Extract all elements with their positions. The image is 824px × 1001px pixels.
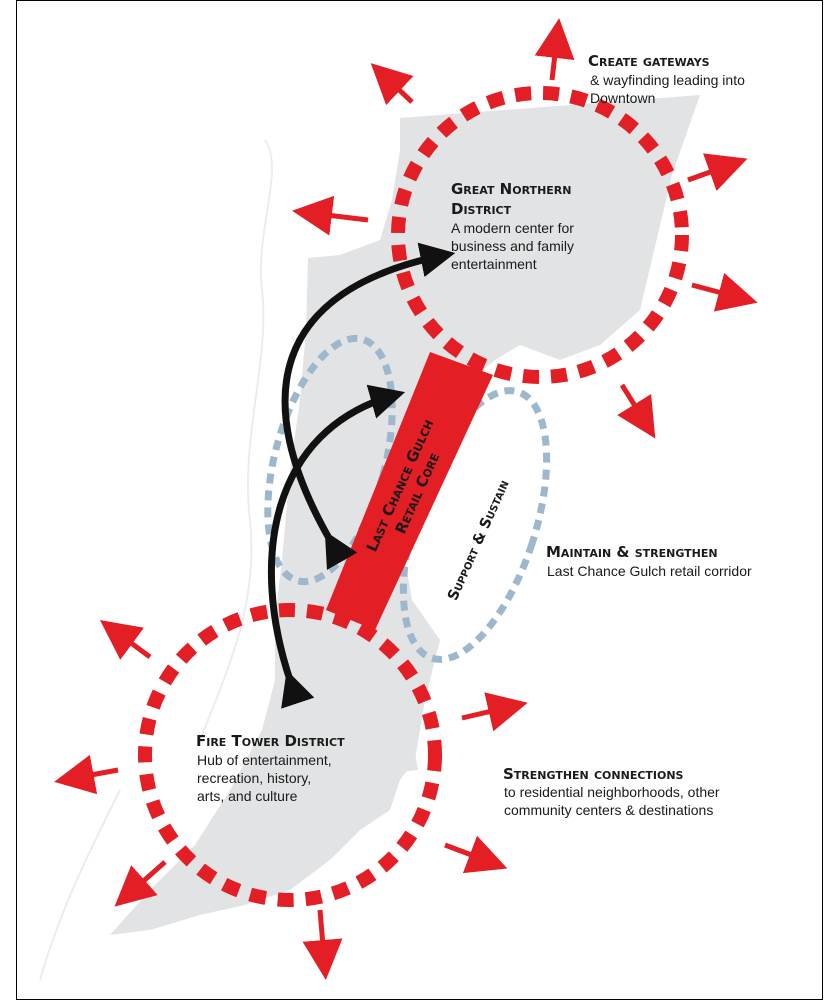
connections-title: Strengthen connections (503, 765, 684, 783)
maintain-subtitle: Last Chance Gulch retail corridor (547, 563, 752, 579)
great-northern-desc-line3: entertainment (451, 256, 537, 272)
connections-subtitle-line2: community centers & destinations (504, 802, 713, 818)
great-northern-title-line2: District (451, 200, 512, 218)
great-northern-title-line1: Great Northern (451, 180, 571, 198)
maintain-title: Maintain & strengthen (546, 543, 718, 561)
connection-arrows (267, 242, 456, 709)
gateway-arrows-north (292, 18, 758, 439)
terrain-lines (39, 139, 273, 981)
fire-tower-desc-line1: Hub of entertainment, (197, 752, 332, 768)
gateway-arrows-south (54, 620, 528, 980)
support-label-group: Support & Sustain (445, 478, 513, 603)
land-notch (392, 735, 418, 772)
connections-subtitle-line1: to residential neighborhoods, other (504, 784, 720, 800)
connection-arrow-inner (267, 384, 406, 709)
great-northern-desc-line2: business and family (451, 238, 574, 254)
gateways-title: Create gateways (588, 52, 710, 70)
gateways-subtitle-line2: Downtown (590, 90, 655, 106)
support-label: Support & Sustain (445, 478, 513, 603)
fire-tower-desc-line2: recreation, history, (197, 770, 311, 786)
fire-tower-title: Fire Tower District (196, 732, 345, 750)
fire-tower-desc-line3: arts, and culture (197, 788, 298, 804)
great-northern-desc-line1: A modern center for (451, 220, 574, 236)
gateways-subtitle-line1: & wayfinding leading into (590, 72, 745, 88)
gateway-ring-north (391, 86, 689, 384)
